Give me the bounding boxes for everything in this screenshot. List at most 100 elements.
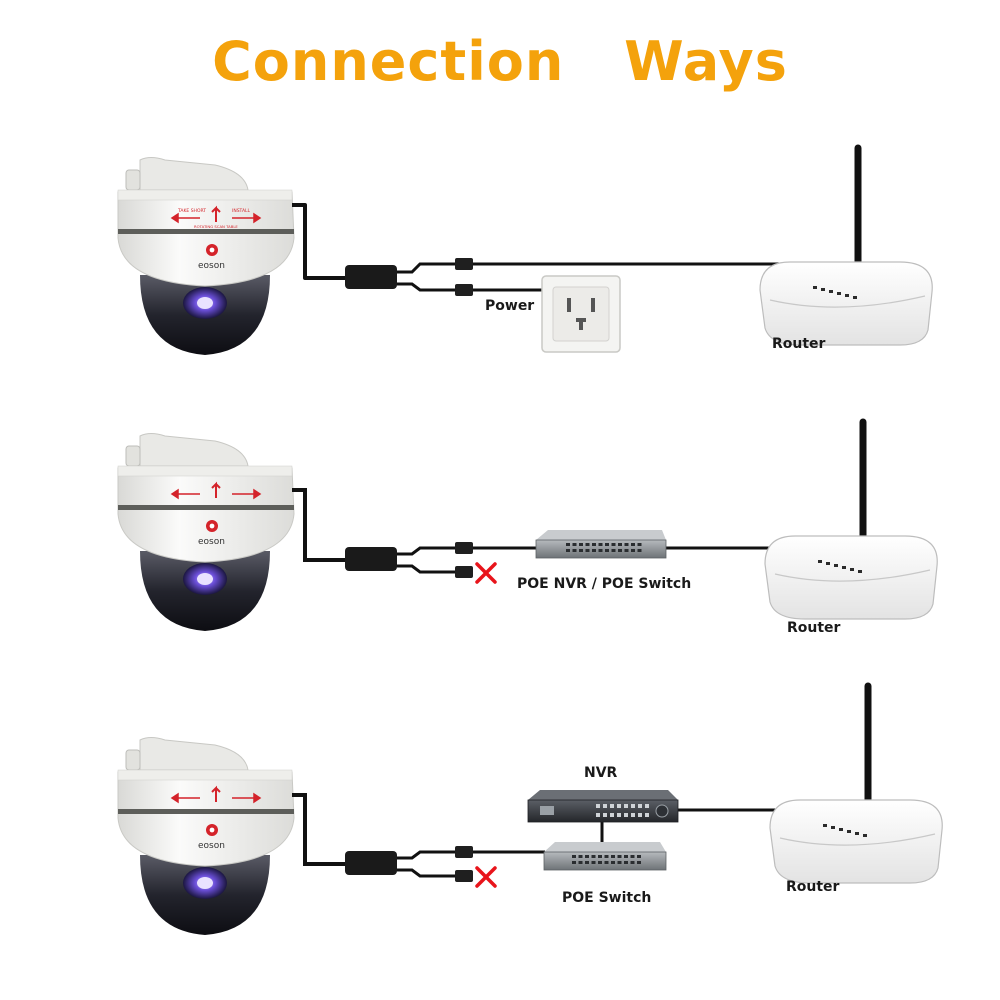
- nvr-button: [596, 813, 600, 817]
- nvr-button: [596, 804, 600, 808]
- not-used-mark-icon: [475, 562, 497, 584]
- switch-port: [598, 549, 603, 552]
- switch-port: [578, 861, 583, 864]
- switch-port: [566, 549, 570, 552]
- camera-cable: [292, 488, 345, 562]
- nvr-button: [638, 813, 642, 817]
- switch-port: [637, 855, 641, 858]
- switch-port: [566, 543, 570, 546]
- switch-port: [598, 855, 602, 858]
- split-cable: [397, 546, 455, 574]
- rj45-connector: [455, 542, 473, 554]
- switch-port: [591, 861, 596, 864]
- nvr-button: [617, 804, 621, 808]
- rj45-connector: [455, 258, 473, 270]
- switch-port: [611, 549, 616, 552]
- brand-name: eoson: [198, 537, 225, 547]
- switch-port: [572, 543, 577, 546]
- switch-port: [592, 543, 596, 546]
- switch-port: [604, 855, 609, 858]
- switch-port: [572, 855, 576, 858]
- switch-port: [605, 549, 609, 552]
- camera-cable: [292, 793, 345, 866]
- brand-name: eoson: [198, 261, 225, 271]
- switch-port: [604, 861, 609, 864]
- cable-splitter: [345, 547, 397, 571]
- switch-port: [624, 861, 628, 864]
- switch-port: [591, 855, 596, 858]
- switch-port: [605, 543, 609, 546]
- camera-marking-install: INSTALL: [232, 208, 251, 214]
- camera-marking-take-short: TAKE SHORT: [177, 208, 206, 214]
- dc-connector: [455, 566, 473, 578]
- switch-port: [618, 549, 622, 552]
- switch-port: [637, 543, 642, 546]
- switch-port: [611, 855, 615, 858]
- switch-port: [572, 549, 577, 552]
- nvr-button: [624, 813, 628, 817]
- switch-port: [630, 855, 635, 858]
- not-used-mark-icon: [475, 866, 497, 888]
- page-title: Connection Ways: [212, 30, 788, 93]
- nvr-label: NVR: [584, 765, 618, 781]
- switch-port: [585, 543, 590, 546]
- camera-marking-rotating-scan: ROTATING SCAN TABLE: [194, 224, 238, 229]
- switch-port: [578, 855, 583, 858]
- cable-splitter: [345, 265, 397, 289]
- switch-port: [579, 549, 583, 552]
- dc-connector: [455, 870, 473, 882]
- wifi-router: [769, 682, 943, 884]
- nvr-button: [638, 804, 642, 808]
- switch-port: [598, 543, 603, 546]
- split-cable: [397, 262, 455, 292]
- switch-port: [611, 861, 615, 864]
- switch-port: [637, 861, 641, 864]
- brand-name: eoson: [198, 841, 225, 851]
- switch-port: [624, 855, 628, 858]
- switch-port: [617, 855, 622, 858]
- nvr-button: [645, 804, 649, 808]
- switch-port: [624, 549, 629, 552]
- dc-connector: [455, 284, 473, 296]
- router-label: Router: [772, 336, 826, 352]
- poe-nvr-switch-label: POE NVR / POE Switch: [517, 576, 692, 592]
- switch-port: [585, 549, 590, 552]
- nvr-button: [631, 813, 635, 817]
- switch-port: [598, 861, 602, 864]
- nvr-button: [603, 813, 607, 817]
- nvr-buttons: [596, 804, 649, 817]
- switch-ports: [572, 855, 641, 864]
- dome-camera: eoson: [117, 433, 295, 631]
- switch-port: [630, 861, 635, 864]
- switch-port: [585, 855, 589, 858]
- poe-switch-label: POE Switch: [562, 890, 652, 906]
- wifi-router: [759, 144, 933, 346]
- switch-port: [624, 543, 629, 546]
- nvr-button: [603, 804, 607, 808]
- camera-cable: [292, 203, 345, 280]
- wifi-router: [764, 418, 938, 620]
- nvr-button: [610, 813, 614, 817]
- switch-ports: [566, 543, 642, 552]
- cable-splitter: [345, 851, 397, 875]
- switch-port: [572, 861, 576, 864]
- switch-port: [585, 861, 589, 864]
- nvr-button: [624, 804, 628, 808]
- switch-port: [637, 549, 642, 552]
- nvr-button: [645, 813, 649, 817]
- rj45-connector: [455, 846, 473, 858]
- switch-port: [631, 549, 635, 552]
- dome-camera: eoson: [117, 737, 295, 935]
- power-label: Power: [485, 298, 535, 314]
- switch-port: [579, 543, 583, 546]
- split-cable: [397, 850, 455, 878]
- nvr-button: [617, 813, 621, 817]
- switch-port: [617, 861, 622, 864]
- nvr-button: [631, 804, 635, 808]
- power-socket: [541, 275, 621, 353]
- switch-port: [631, 543, 635, 546]
- dome-camera: TAKE SHORT INSTALL ROTATING SCAN TABLE e…: [117, 157, 295, 355]
- switch-port: [611, 543, 616, 546]
